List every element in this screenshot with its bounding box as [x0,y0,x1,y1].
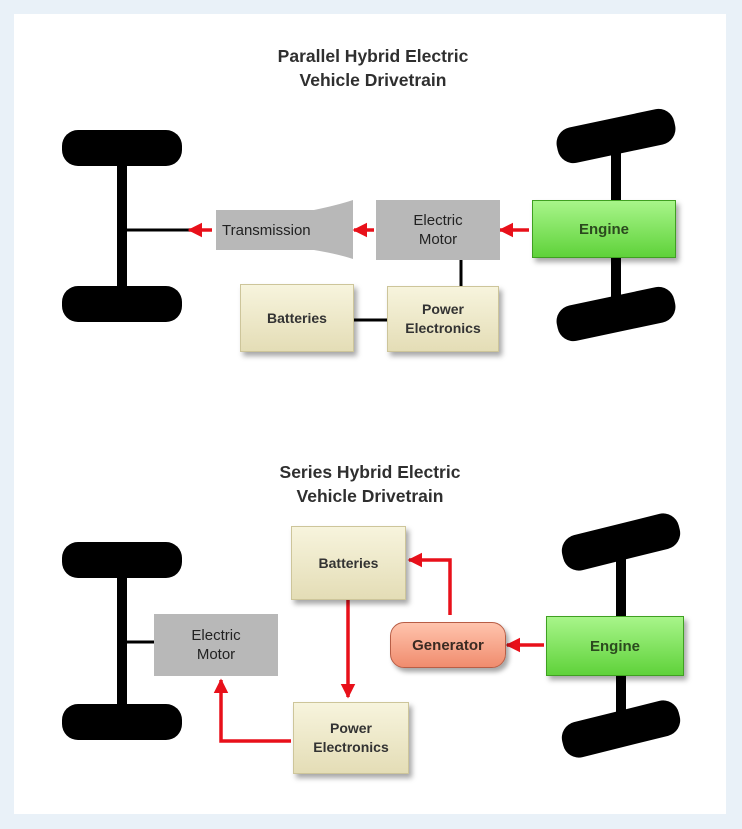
transmission-shape [216,200,353,259]
diagram-lines [62,108,681,758]
parallel-title: Parallel Hybrid Electric Vehicle Drivetr… [163,44,583,92]
motor-label: Electric [413,212,463,229]
generator-box: Generator [390,622,506,668]
title-line: Series Hybrid Electric [279,462,461,482]
power-label: Electronics [405,320,481,336]
series-arrow-generator-to-batteries [407,552,452,615]
power-label: Power [329,720,372,736]
series-power-electronics-box: Power Electronics [293,702,409,774]
wheel-icon [556,108,676,164]
motor-label: Electric [191,627,241,644]
title-line: Vehicle Drivetrain [296,486,444,506]
wheel-icon [62,542,182,578]
power-label: Power [421,301,464,317]
parallel-batteries-box: Batteries [240,284,354,352]
batteries-label: Batteries [267,309,327,326]
wheel-icon [62,704,182,740]
title-line: Vehicle Drivetrain [299,70,447,90]
series-title: Series Hybrid Electric Vehicle Drivetrai… [160,460,580,508]
engine-label: Engine [578,220,629,238]
power-label: Electronics [313,739,389,755]
wheel-icon [561,513,681,571]
transmission-label: Transmission [222,221,311,239]
engine-label: Engine [589,637,640,655]
series-batteries-box: Batteries [291,526,406,600]
series-left-axle [62,542,182,740]
parallel-left-axle [62,130,182,322]
motor-label: Motor [196,646,236,663]
title-line: Parallel Hybrid Electric [277,46,469,66]
parallel-engine-box: Engine [532,200,676,258]
parallel-electric-motor-box: Electric Motor [376,200,500,260]
motor-label: Motor [418,231,458,248]
diagram-canvas: Parallel Hybrid Electric Vehicle Drivetr… [14,14,726,814]
wheel-icon [62,130,182,166]
wheel-icon [556,286,676,342]
batteries-label: Batteries [318,554,379,571]
parallel-power-electronics-box: Power Electronics [387,286,499,352]
transmission-box: Transmission [216,210,336,250]
wheel-icon [561,700,681,758]
series-engine-box: Engine [546,616,684,676]
wheel-icon [62,286,182,322]
series-arrow-power-to-motor [213,678,291,743]
generator-label: Generator [412,636,484,654]
series-electric-motor-box: Electric Motor [154,614,278,676]
